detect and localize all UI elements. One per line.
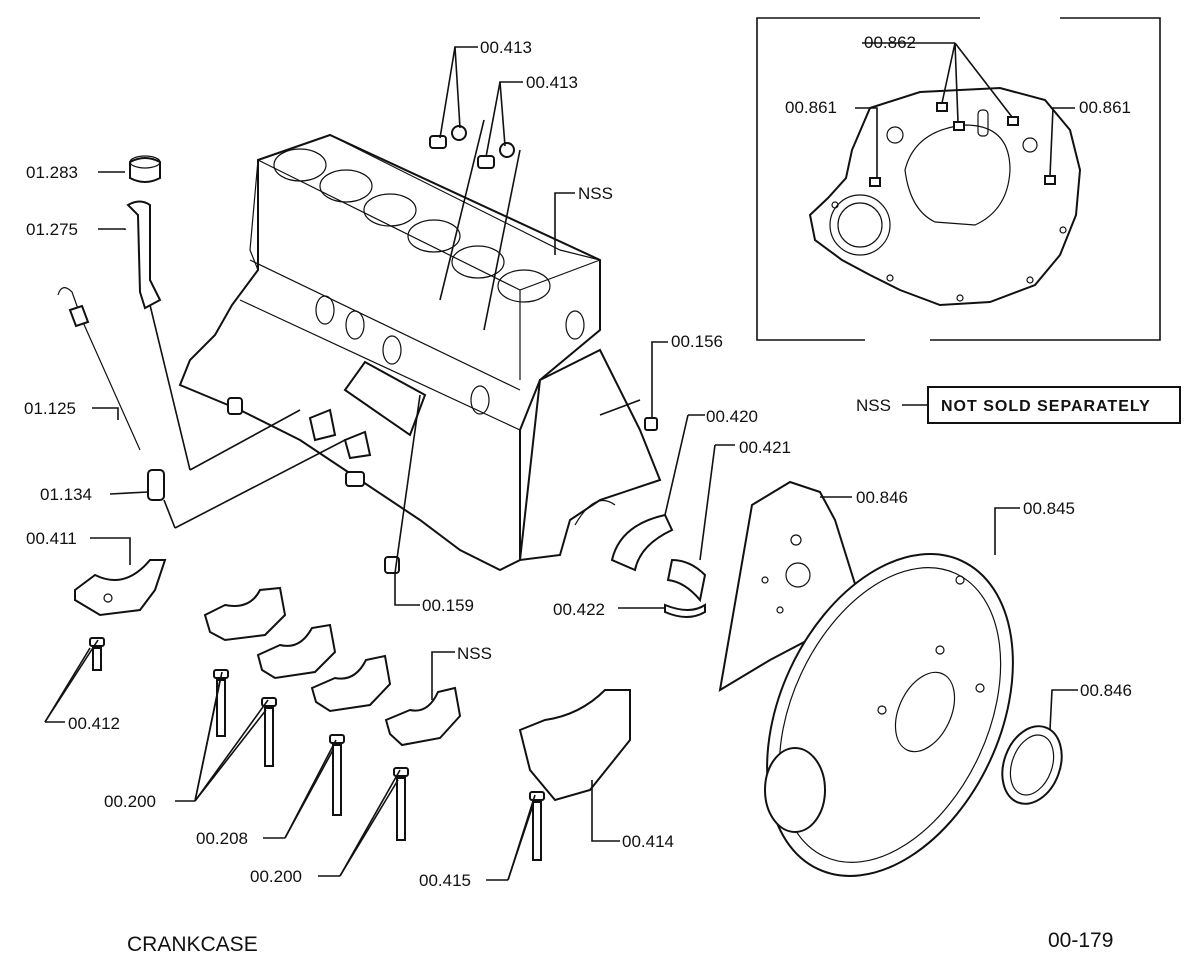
flywheel-housing-00845 [764, 553, 1014, 877]
label-nss-block: NSS [578, 184, 613, 203]
label-00412: 00.412 [68, 714, 120, 733]
label-01283: 01.283 [26, 163, 78, 182]
label-00208: 00.208 [196, 829, 248, 848]
diagram-caption: CRANKCASE [127, 933, 258, 956]
dipstick-tube-01275 [126, 200, 162, 310]
label-00200-first: 00.200 [104, 792, 156, 811]
leader-lines [44, 42, 1078, 881]
label-00413-second: 00.413 [526, 73, 578, 92]
label-01125: 01.125 [24, 399, 76, 418]
label-00422: 00.422 [553, 600, 605, 619]
inset-frame [756, 17, 1161, 341]
label-00846-plate: 00.846 [856, 488, 908, 507]
label-00156: 00.156 [671, 332, 723, 351]
tube-01134 [147, 469, 165, 501]
crankcase-block [178, 133, 662, 572]
label-00413-top: 00.413 [480, 38, 532, 57]
dipstick-01125 [57, 287, 141, 451]
nss-legend: NOT SOLD SEPARATELY [927, 386, 1181, 424]
label-00411: 00.411 [26, 529, 77, 548]
label-nss-cap: NSS [457, 644, 492, 663]
label-nss-legend-key: NSS [856, 396, 891, 415]
label-00200-second: 00.200 [250, 867, 302, 886]
label-00845: 00.845 [1023, 499, 1075, 518]
part-labels: 00.413 00.413 00.862 00.861 00.861 01.28… [24, 33, 1132, 890]
page-code: 00-179 [1048, 929, 1113, 952]
label-00414: 00.414 [622, 832, 674, 851]
flywheel-housing-plate [808, 86, 1082, 307]
oil-seal-00846 [1001, 725, 1063, 805]
label-00420: 00.420 [706, 407, 758, 426]
label-00861-left: 00.861 [785, 98, 837, 117]
plug-01283 [129, 155, 161, 183]
main-bearing-bolts [213, 125, 658, 861]
bearing-cap-00411 [74, 559, 167, 617]
main-bearing-caps [203, 586, 631, 802]
legend-meaning: NOT SOLD SEPARATELY [941, 398, 1151, 415]
label-01275: 01.275 [26, 220, 78, 239]
label-00846-seal: 00.846 [1080, 681, 1132, 700]
bearing-shells [610, 513, 707, 618]
label-00861-right: 00.861 [1079, 98, 1131, 117]
label-00862: 00.862 [864, 33, 916, 52]
label-01134: 01.134 [40, 485, 92, 504]
label-00159: 00.159 [422, 596, 474, 615]
label-00415: 00.415 [419, 871, 471, 890]
bolt-00412 [89, 637, 105, 671]
label-00421: 00.421 [739, 438, 791, 457]
